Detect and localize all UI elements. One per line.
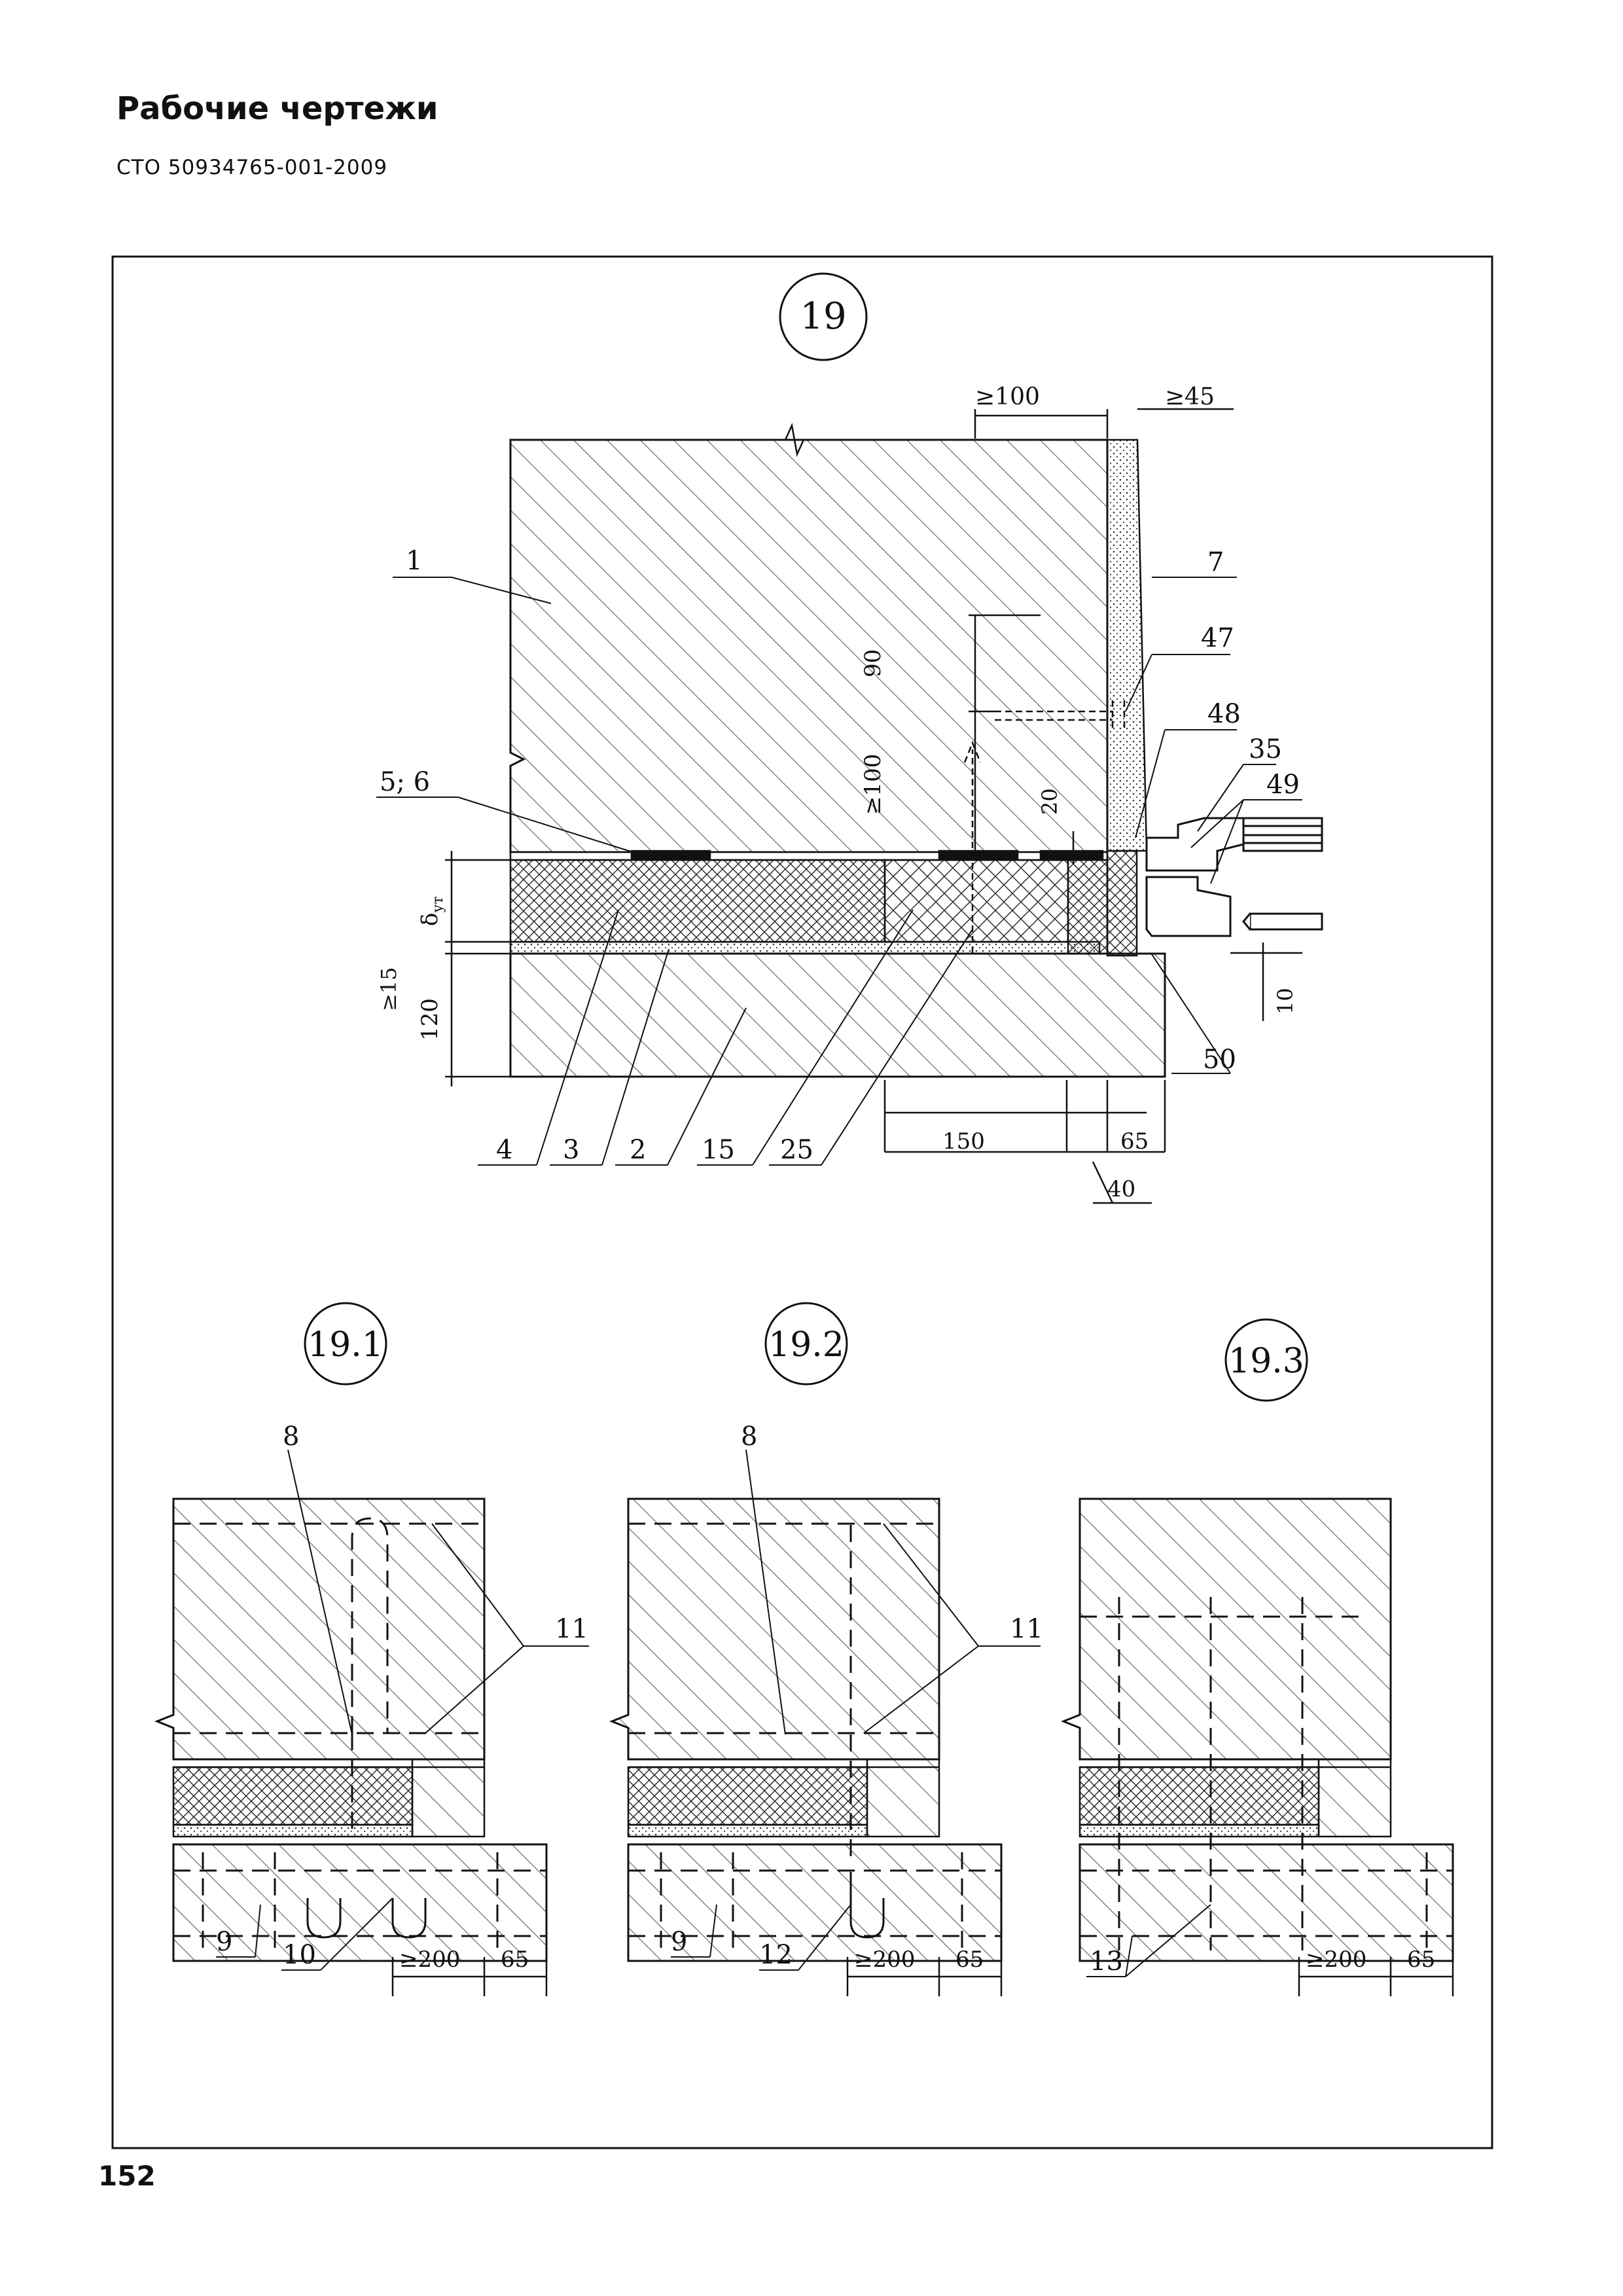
page-title: Рабочие чертежи xyxy=(116,90,438,127)
callout-10: 10 xyxy=(283,1940,316,1970)
page-number: 152 xyxy=(98,2160,156,2192)
insulation-layer xyxy=(172,1766,414,1826)
dim-20: 20 xyxy=(1037,788,1062,815)
dim-65: 65 xyxy=(501,1946,529,1973)
callout-50: 50 xyxy=(1203,1045,1236,1075)
callout-25: 25 xyxy=(780,1135,813,1165)
callout-9: 9 xyxy=(216,1927,232,1957)
callout-8: 8 xyxy=(741,1422,757,1452)
callout-1: 1 xyxy=(406,546,422,576)
dim-200: ≥200 xyxy=(1306,1946,1366,1973)
dowel-line xyxy=(963,740,982,953)
detail-label: 19 xyxy=(800,295,846,338)
dim-10: 10 xyxy=(1273,988,1298,1014)
detail-label-circle xyxy=(1224,1318,1308,1402)
detail-label: 19.2 xyxy=(768,1325,844,1365)
insulation-layer xyxy=(509,859,886,943)
detail-label-circle xyxy=(764,1302,848,1386)
screed-layer xyxy=(627,1823,868,1838)
callout-48: 48 xyxy=(1207,699,1241,729)
callout-3: 3 xyxy=(563,1135,579,1165)
detail-label: 19.1 xyxy=(308,1325,383,1365)
screed-layer xyxy=(1079,1823,1320,1838)
wall-block xyxy=(1317,1758,1392,1838)
lower-slab xyxy=(1079,1843,1454,1962)
callout-15: 15 xyxy=(702,1135,735,1165)
dim-40: 40 xyxy=(1107,1176,1135,1202)
dim-15: ≥15 xyxy=(376,967,401,1011)
upper-wall xyxy=(609,1498,940,1761)
dim-100: ≥100 xyxy=(860,754,886,815)
dim-delta-symbol: δ xyxy=(417,913,443,926)
leader-lines xyxy=(376,577,1302,1166)
detail-label: 19.3 xyxy=(1228,1342,1304,1381)
insulation-block xyxy=(883,859,1069,943)
detail-19: 19 xyxy=(376,272,1323,1204)
detail-label-circle xyxy=(304,1302,387,1386)
dim-top-left: ≥100 xyxy=(975,384,1040,410)
sealant xyxy=(1106,850,1138,957)
screed-layer xyxy=(509,941,1101,955)
callout-8: 8 xyxy=(283,1422,299,1452)
callout-12: 12 xyxy=(759,1940,793,1970)
callout-11: 11 xyxy=(555,1614,588,1644)
lower-slab xyxy=(627,1843,1003,1962)
dim-65: 65 xyxy=(1407,1946,1435,1973)
waterproof-strip xyxy=(938,850,1019,860)
insulation-layer xyxy=(1079,1766,1320,1826)
waterproof-strip xyxy=(630,850,711,860)
u-bar xyxy=(306,1898,427,1939)
dim-150: 150 xyxy=(942,1128,985,1155)
callout-49: 49 xyxy=(1266,770,1300,800)
callout-4: 4 xyxy=(496,1135,512,1165)
callout-2: 2 xyxy=(630,1135,646,1165)
reinforcement-dashed xyxy=(628,1522,1001,1950)
dim-delta: δут xyxy=(417,896,446,926)
dim-120: 120 xyxy=(417,998,443,1041)
waterproof-strip xyxy=(1039,850,1104,860)
anchor-bolt xyxy=(995,700,1126,732)
callout-5-6: 5; 6 xyxy=(380,767,430,797)
callout-47: 47 xyxy=(1201,623,1234,653)
dim-90: 90 xyxy=(860,649,886,677)
upper-wall xyxy=(1060,1498,1392,1761)
lower-slab xyxy=(509,952,1166,1078)
plaster-layer xyxy=(1106,439,1148,852)
callout-7: 7 xyxy=(1207,547,1224,577)
window-frame-profile xyxy=(1145,817,1323,937)
callout-11: 11 xyxy=(1010,1614,1043,1644)
detail-label-circle xyxy=(779,272,868,361)
detail-19-2: 19.2 8 11 9 1 xyxy=(609,1302,1043,1996)
callout-35: 35 xyxy=(1249,734,1282,764)
wall-block xyxy=(411,1758,486,1838)
u-bar xyxy=(849,1872,885,1939)
upper-wall xyxy=(509,439,1109,853)
reinforcement-dashed xyxy=(1080,1597,1453,1950)
detail-19-3: 19.3 13 ≥200 65 xyxy=(1060,1318,1454,1996)
dim-top-right: ≥45 xyxy=(1165,384,1215,410)
callout-9: 9 xyxy=(671,1927,687,1957)
break-line xyxy=(510,422,805,457)
insulation-layer xyxy=(627,1766,868,1826)
dim-200: ≥200 xyxy=(399,1946,460,1973)
wall-block xyxy=(866,1758,940,1838)
dim-delta-subscript: ут xyxy=(430,896,446,912)
document-code: СТО 50934765-001-2009 xyxy=(116,156,388,179)
drawing-frame xyxy=(111,255,1493,2149)
callout-13: 13 xyxy=(1090,1946,1123,1977)
window-sill-block xyxy=(1067,859,1109,955)
detail-19-1: 19.1 8 11 9 xyxy=(154,1302,589,1996)
screed-layer xyxy=(172,1823,414,1838)
upper-wall xyxy=(154,1498,486,1761)
reinforcement-dashed xyxy=(173,1517,546,1950)
dim-65: 65 xyxy=(1120,1128,1149,1155)
dim-65: 65 xyxy=(955,1946,984,1973)
lower-slab xyxy=(172,1843,548,1962)
dim-200: ≥200 xyxy=(854,1946,915,1973)
